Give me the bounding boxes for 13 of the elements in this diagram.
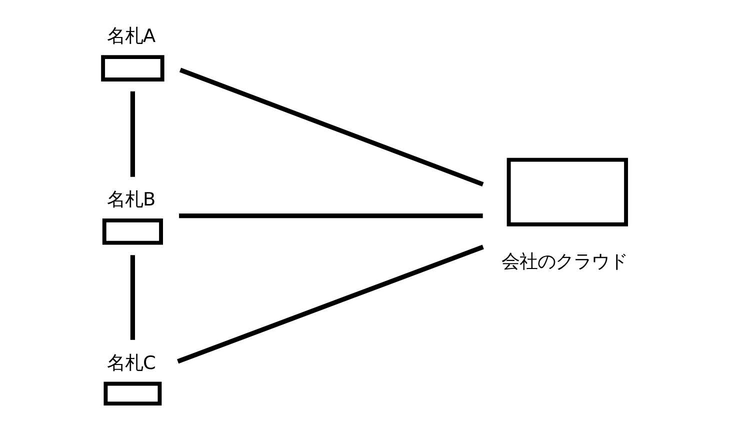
node-label: 名札A — [106, 26, 156, 48]
connector — [130, 91, 134, 177]
node-label: 名札B — [106, 190, 156, 211]
node-label: 名札C — [106, 352, 156, 374]
connector — [178, 214, 482, 218]
node-box — [100, 55, 164, 82]
connector — [130, 255, 134, 340]
connector — [176, 244, 484, 364]
node-label: 会社のクラウド — [501, 251, 628, 272]
node-box — [102, 218, 162, 245]
connector — [178, 68, 484, 187]
node-box — [103, 382, 162, 406]
node-box — [506, 158, 628, 226]
